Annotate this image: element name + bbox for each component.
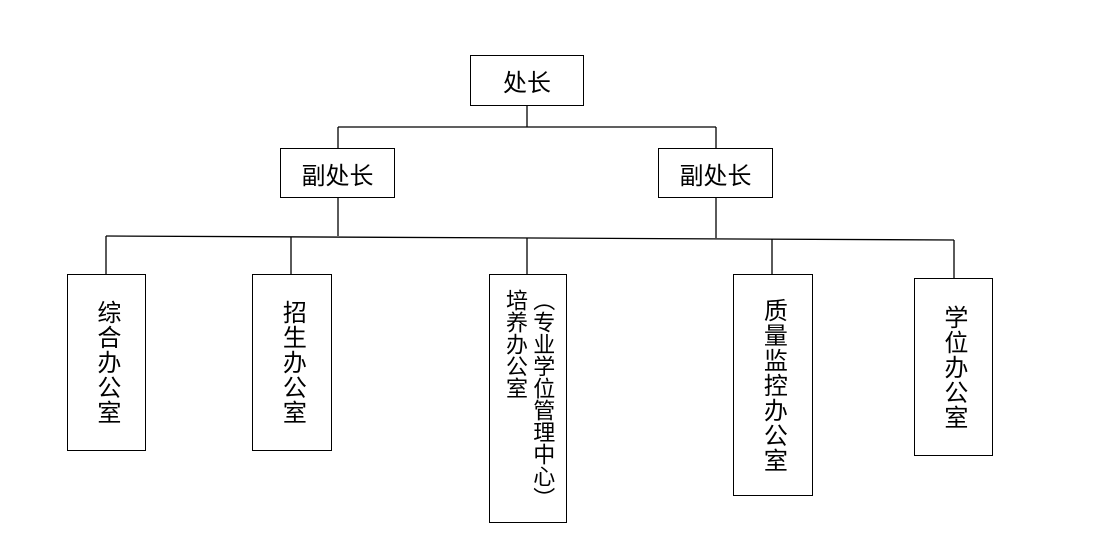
office-label: 学位办公室: [939, 304, 968, 430]
deputy-director-label: 副处长: [301, 161, 374, 190]
deputy-director-label: 副处长: [679, 161, 752, 190]
office-label-line: （专业学位管理中心）: [529, 288, 555, 509]
director-box: 处长: [470, 55, 584, 106]
office-box-quality-monitoring: 质量监控办公室: [733, 274, 813, 496]
office-label-line: 培养办公室: [502, 288, 527, 399]
office-label: 综合办公室: [92, 300, 121, 425]
deputy-director-box-right: 副处长: [658, 148, 773, 198]
office-box-degree: 学位办公室: [914, 278, 993, 456]
office-box-admissions: 招生办公室: [252, 274, 332, 451]
director-label: 处长: [503, 69, 551, 97]
office-box-general: 综合办公室: [67, 274, 146, 451]
office-box-training: （专业学位管理中心） 培养办公室: [489, 274, 567, 523]
office-label: 招生办公室: [278, 300, 307, 425]
office-label: 质量监控办公室: [759, 297, 788, 473]
office-label-group: （专业学位管理中心） 培养办公室: [502, 288, 555, 509]
deputy-director-box-left: 副处长: [280, 148, 395, 198]
